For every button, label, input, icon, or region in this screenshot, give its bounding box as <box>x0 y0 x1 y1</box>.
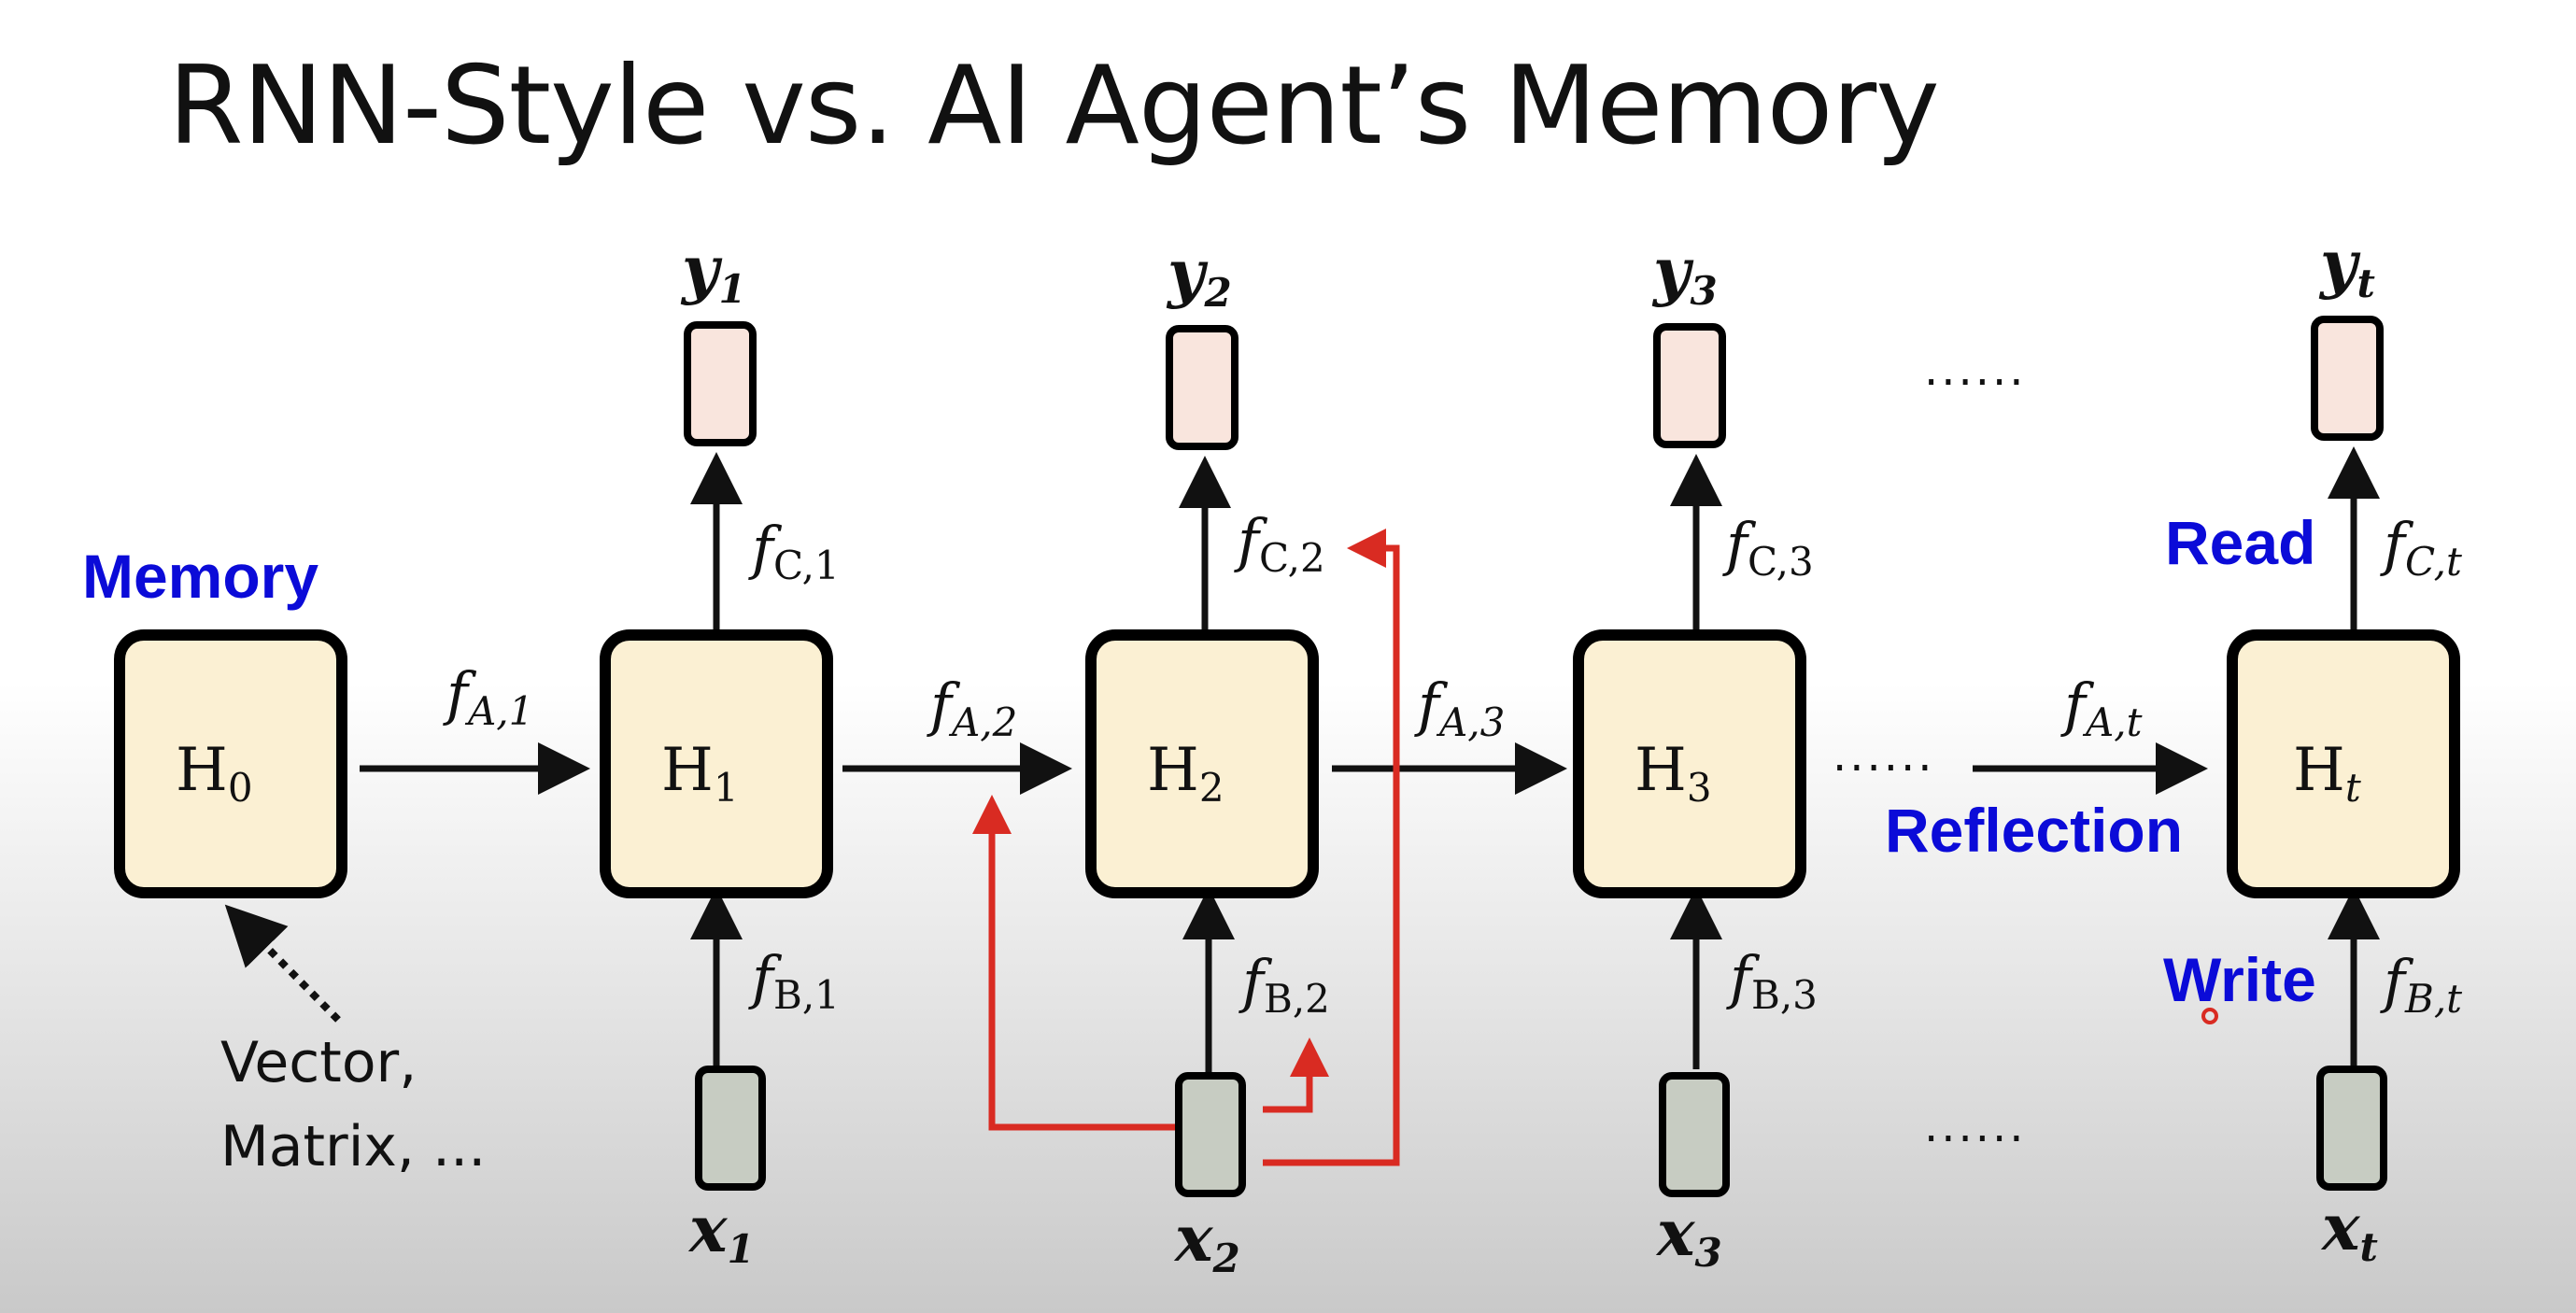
output-box-yt <box>2311 316 2384 441</box>
output-box-y2 <box>1166 325 1238 450</box>
label-fa3: fA,3 <box>1414 671 1505 745</box>
label-fa2: fA,2 <box>927 671 1017 745</box>
label-y1: y1 <box>680 233 746 312</box>
label-fb1: fB,1 <box>748 943 840 1018</box>
memory-label: Memory <box>82 542 318 611</box>
label-fb3: fB,3 <box>1726 943 1818 1018</box>
input-box-x1 <box>695 1066 766 1191</box>
label-fat: fA,t <box>2060 671 2143 745</box>
red-arrows <box>972 529 1400 1166</box>
output-box-y1 <box>684 321 757 446</box>
output-boxes <box>684 316 2384 450</box>
hidden-state-box-h1 <box>600 629 833 898</box>
label-ht: Ht <box>2293 736 2361 811</box>
label-h1: H1 <box>661 736 739 811</box>
input-box-xt <box>2316 1066 2387 1191</box>
label-fbt: fB,t <box>2380 947 2462 1022</box>
label-fb2: fB,2 <box>1238 947 1330 1022</box>
hidden-state-box-h3 <box>1573 629 1806 898</box>
label-h3: H3 <box>1635 736 1712 811</box>
ellipsis-top: ...... <box>1924 344 2027 396</box>
ellipsis-bottom: ...... <box>1924 1100 2027 1152</box>
red-arrow-to-fa2 <box>972 795 1175 1131</box>
read-label: Read <box>2165 508 2315 577</box>
label-fct: fC,t <box>2380 510 2462 585</box>
input-boxes <box>695 1066 2387 1197</box>
hidden-state-boxes <box>114 629 2460 898</box>
label-xt: xt <box>2320 1191 2378 1270</box>
input-box-x3 <box>1659 1072 1730 1197</box>
cursor-dot <box>2201 1008 2218 1024</box>
hidden-state-box-h2 <box>1085 629 1319 898</box>
red-arrow-to-fb2 <box>1263 1038 1329 1113</box>
label-h2: H2 <box>1147 736 1224 811</box>
output-box-y3 <box>1653 323 1726 448</box>
input-box-x2 <box>1175 1072 1246 1197</box>
label-fa1: fA,1 <box>443 659 533 734</box>
hidden-state-box-h0 <box>114 629 347 898</box>
label-y3: y3 <box>1651 234 1718 314</box>
red-arrow-to-fc2 <box>1263 529 1400 1166</box>
label-fc2: fC,2 <box>1234 506 1325 581</box>
write-label: Write <box>2163 945 2316 1014</box>
reflection-label: Reflection <box>1885 796 2183 865</box>
label-y2: y2 <box>1166 236 1232 316</box>
label-fc1: fC,1 <box>748 514 840 588</box>
black-arrows <box>360 446 2380 1072</box>
slide-title: RNN-Style vs. AI Agent’s Memory <box>168 43 1940 169</box>
label-x1: x1 <box>687 1193 755 1272</box>
note-matrix: Matrix, ... <box>220 1114 486 1179</box>
note-vector: Vector, <box>220 1030 417 1095</box>
ellipsis-middle: ...... <box>1833 729 1935 782</box>
label-yt: yt <box>2318 227 2375 306</box>
label-fc3: fC,3 <box>1722 510 1814 585</box>
label-x2: x2 <box>1173 1202 1240 1281</box>
label-h0: H0 <box>176 736 253 811</box>
dotted-arrow-to-h0 <box>224 904 341 1023</box>
hidden-state-box-ht <box>2227 629 2460 898</box>
label-x3: x3 <box>1655 1196 1722 1276</box>
